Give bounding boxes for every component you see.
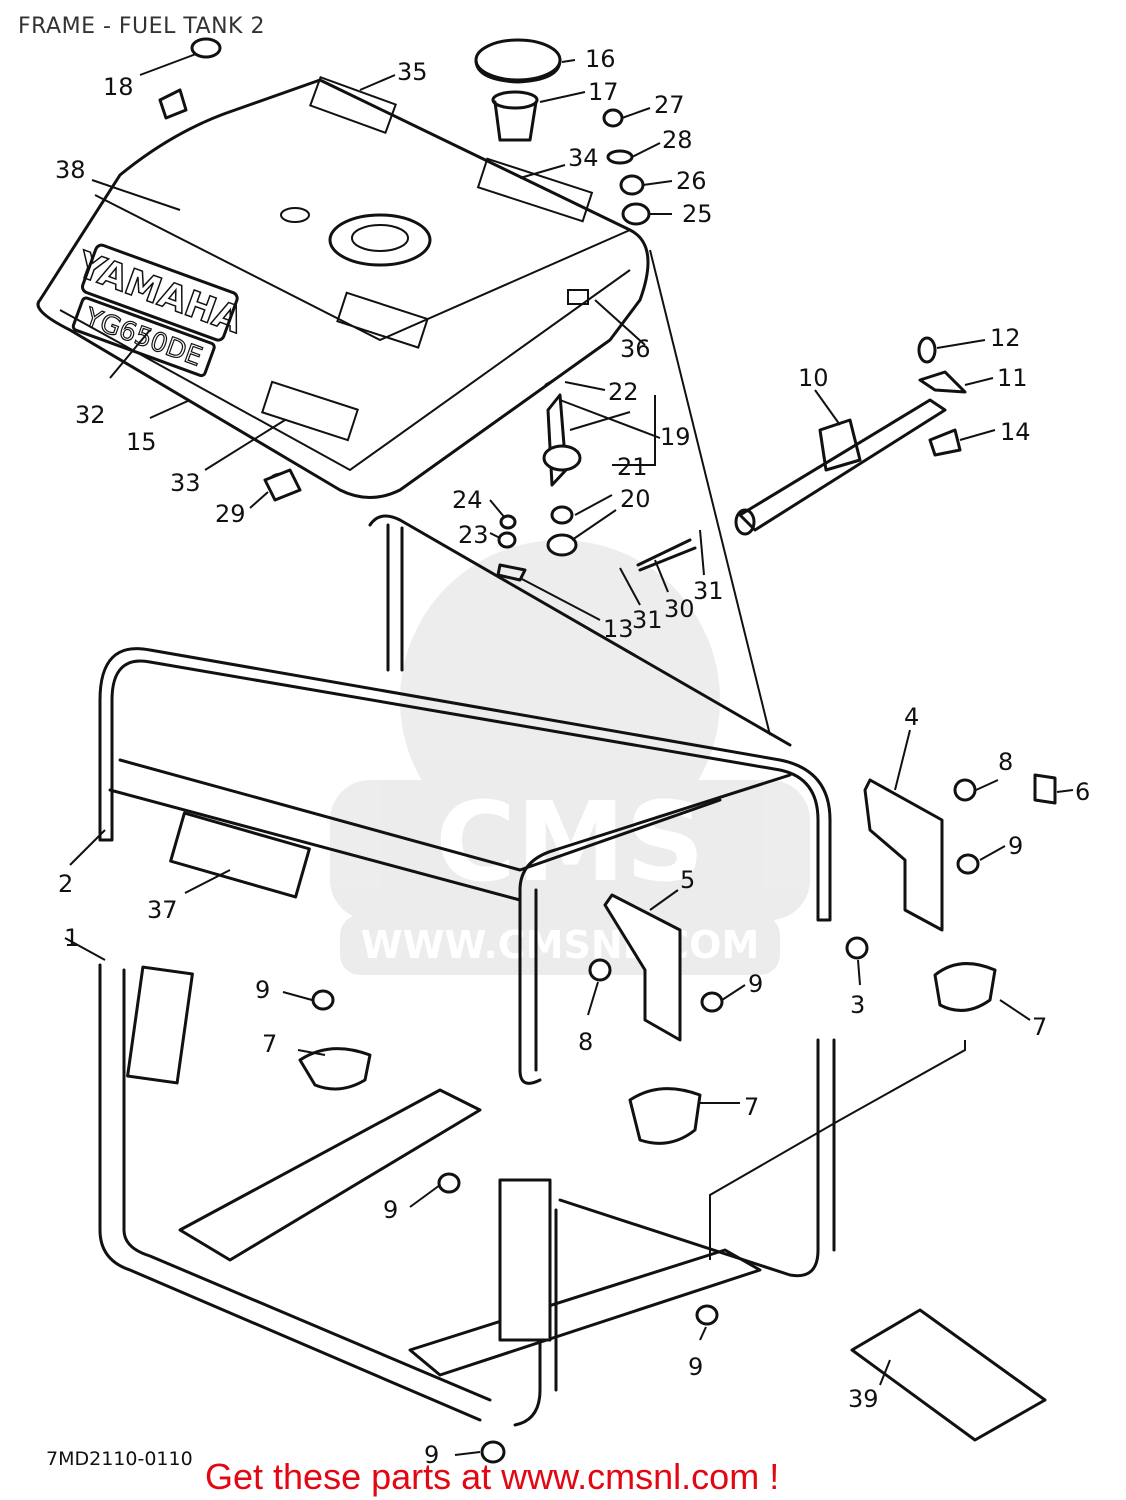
handle-bar [734, 398, 947, 536]
callout-17: 17 [588, 78, 619, 106]
frame [98, 514, 836, 1427]
nut-9-e [480, 1440, 506, 1464]
callout-3: 3 [850, 991, 865, 1019]
drawing-code: 7MD2110-0110 [46, 1448, 193, 1470]
watermark-brand: CMS [435, 778, 704, 906]
callout-26: 26 [676, 167, 707, 195]
bracket-4 [863, 778, 944, 932]
callout-31-left: 31 [632, 606, 663, 634]
callout-37: 37 [147, 896, 178, 924]
callout-14: 14 [1000, 418, 1031, 446]
plate-6 [1033, 773, 1057, 805]
callout-28: 28 [662, 126, 693, 154]
callout-8-left: 8 [578, 1028, 593, 1056]
bolt-12 [917, 336, 937, 364]
mount-7-c [933, 962, 997, 1012]
nut-9-a [311, 989, 335, 1011]
washer-28 [606, 149, 634, 165]
bolt-8-a [588, 958, 612, 982]
callout-9-a: 9 [255, 976, 270, 1004]
fuel-tank: YAMAHA YG650DE [36, 75, 650, 499]
callout-38: 38 [55, 156, 86, 184]
callout-15: 15 [126, 428, 157, 456]
callout-20: 20 [620, 485, 651, 513]
callout-6: 6 [1075, 778, 1090, 806]
leader-lines [64, 53, 1074, 1456]
callout-24: 24 [452, 486, 483, 514]
callout-4: 4 [904, 703, 919, 731]
callout-13: 13 [603, 615, 634, 643]
page-title: FRAME - FUEL TANK 2 [18, 14, 265, 39]
callout-9-b: 9 [748, 970, 763, 998]
clamp-14 [928, 428, 962, 457]
clamp-11 [918, 370, 967, 394]
label-29 [263, 468, 302, 502]
callout-7-left: 7 [262, 1030, 277, 1058]
callout-9-e: 9 [688, 1353, 703, 1381]
callout-8-right: 8 [998, 748, 1013, 776]
fuel-pipe [636, 538, 697, 572]
callout-9-c: 9 [1008, 832, 1023, 860]
manual-39 [850, 1308, 1047, 1442]
callout-23: 23 [458, 521, 489, 549]
mount-7-b [628, 1087, 702, 1145]
callout-7-center: 7 [744, 1093, 759, 1121]
callout-29: 29 [215, 500, 246, 528]
callout-31-right: 31 [693, 577, 724, 605]
callout-19: 19 [660, 423, 691, 451]
grommet-25 [621, 202, 651, 226]
nut-9-f [956, 853, 980, 875]
bolt-27 [602, 108, 624, 128]
callout-9-f: 9 [424, 1441, 439, 1469]
nut-9-c [437, 1172, 461, 1194]
fuel-cap [474, 38, 562, 84]
callout-32: 32 [75, 401, 106, 429]
callout-27: 27 [654, 91, 685, 119]
guide-line [649, 249, 771, 736]
bolt-8-b [953, 778, 977, 802]
callout-18: 18 [103, 73, 134, 101]
callout-34: 34 [568, 144, 599, 172]
nut-9-d [695, 1304, 719, 1326]
callout-30: 30 [664, 595, 695, 623]
callout-33: 33 [170, 469, 201, 497]
callout-7-right: 7 [1032, 1013, 1047, 1041]
callout-36: 36 [620, 335, 651, 363]
callout-22: 22 [608, 378, 639, 406]
footer-cta-link[interactable]: Get these parts at www.cmsnl.com ! [205, 1456, 780, 1497]
callout-10: 10 [798, 364, 829, 392]
callout-1: 1 [64, 924, 79, 952]
filler-cap-small [158, 37, 222, 120]
callout-11: 11 [997, 364, 1028, 392]
bolt-3 [845, 936, 869, 960]
grommet-26 [619, 174, 645, 196]
callout-16: 16 [585, 45, 616, 73]
callout-2: 2 [58, 870, 73, 898]
nut-9-b [700, 991, 724, 1013]
fuel-strainer [491, 90, 539, 142]
callout-39: 39 [848, 1385, 879, 1413]
callout-9-d: 9 [383, 1196, 398, 1224]
callout-21: 21 [617, 453, 648, 481]
callout-5: 5 [680, 866, 695, 894]
callout-25: 25 [682, 200, 713, 228]
watermark-url: WWW.CMSNL.COM [361, 923, 760, 967]
mount-7-a [298, 1047, 372, 1091]
bracket-5 [603, 893, 682, 1042]
callouts: 1 2 3 4 5 6 7 7 7 7 8 8 9 9 9 9 9 9 10 1… [55, 45, 1090, 1469]
callout-35: 35 [397, 58, 428, 86]
callout-12: 12 [990, 324, 1021, 352]
